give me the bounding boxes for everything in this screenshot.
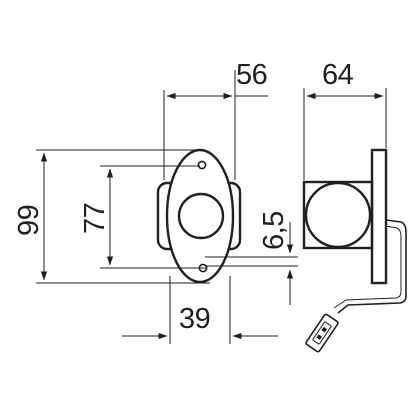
oval-height-label: 77 [79, 203, 111, 234]
front-mounting-plate [165, 148, 235, 284]
dimension-lens-offset: 6,5 [205, 211, 298, 305]
side-cable-inner [333, 225, 402, 309]
lens-offset-label: 6,5 [258, 211, 290, 250]
front-view [156, 148, 242, 284]
dimension-total-height: 99 [13, 149, 210, 284]
side-cable [337, 219, 407, 314]
total-height-label: 99 [13, 205, 45, 236]
top-screw-hole-icon [197, 160, 207, 170]
dimension-base-width: 39 [122, 276, 278, 344]
side-bracket-plate [370, 148, 388, 285]
base-width-label: 39 [179, 303, 210, 335]
dimension-front-width: 56 [163, 59, 268, 180]
front-lens [177, 192, 225, 240]
side-view [302, 148, 407, 353]
side-width-label: 64 [322, 59, 354, 91]
dimension-side-width: 64 [303, 59, 387, 180]
cable-connector [305, 313, 339, 353]
front-width-label: 56 [236, 59, 267, 91]
side-lens [304, 181, 372, 249]
dimension-oval-height: 77 [79, 165, 206, 269]
